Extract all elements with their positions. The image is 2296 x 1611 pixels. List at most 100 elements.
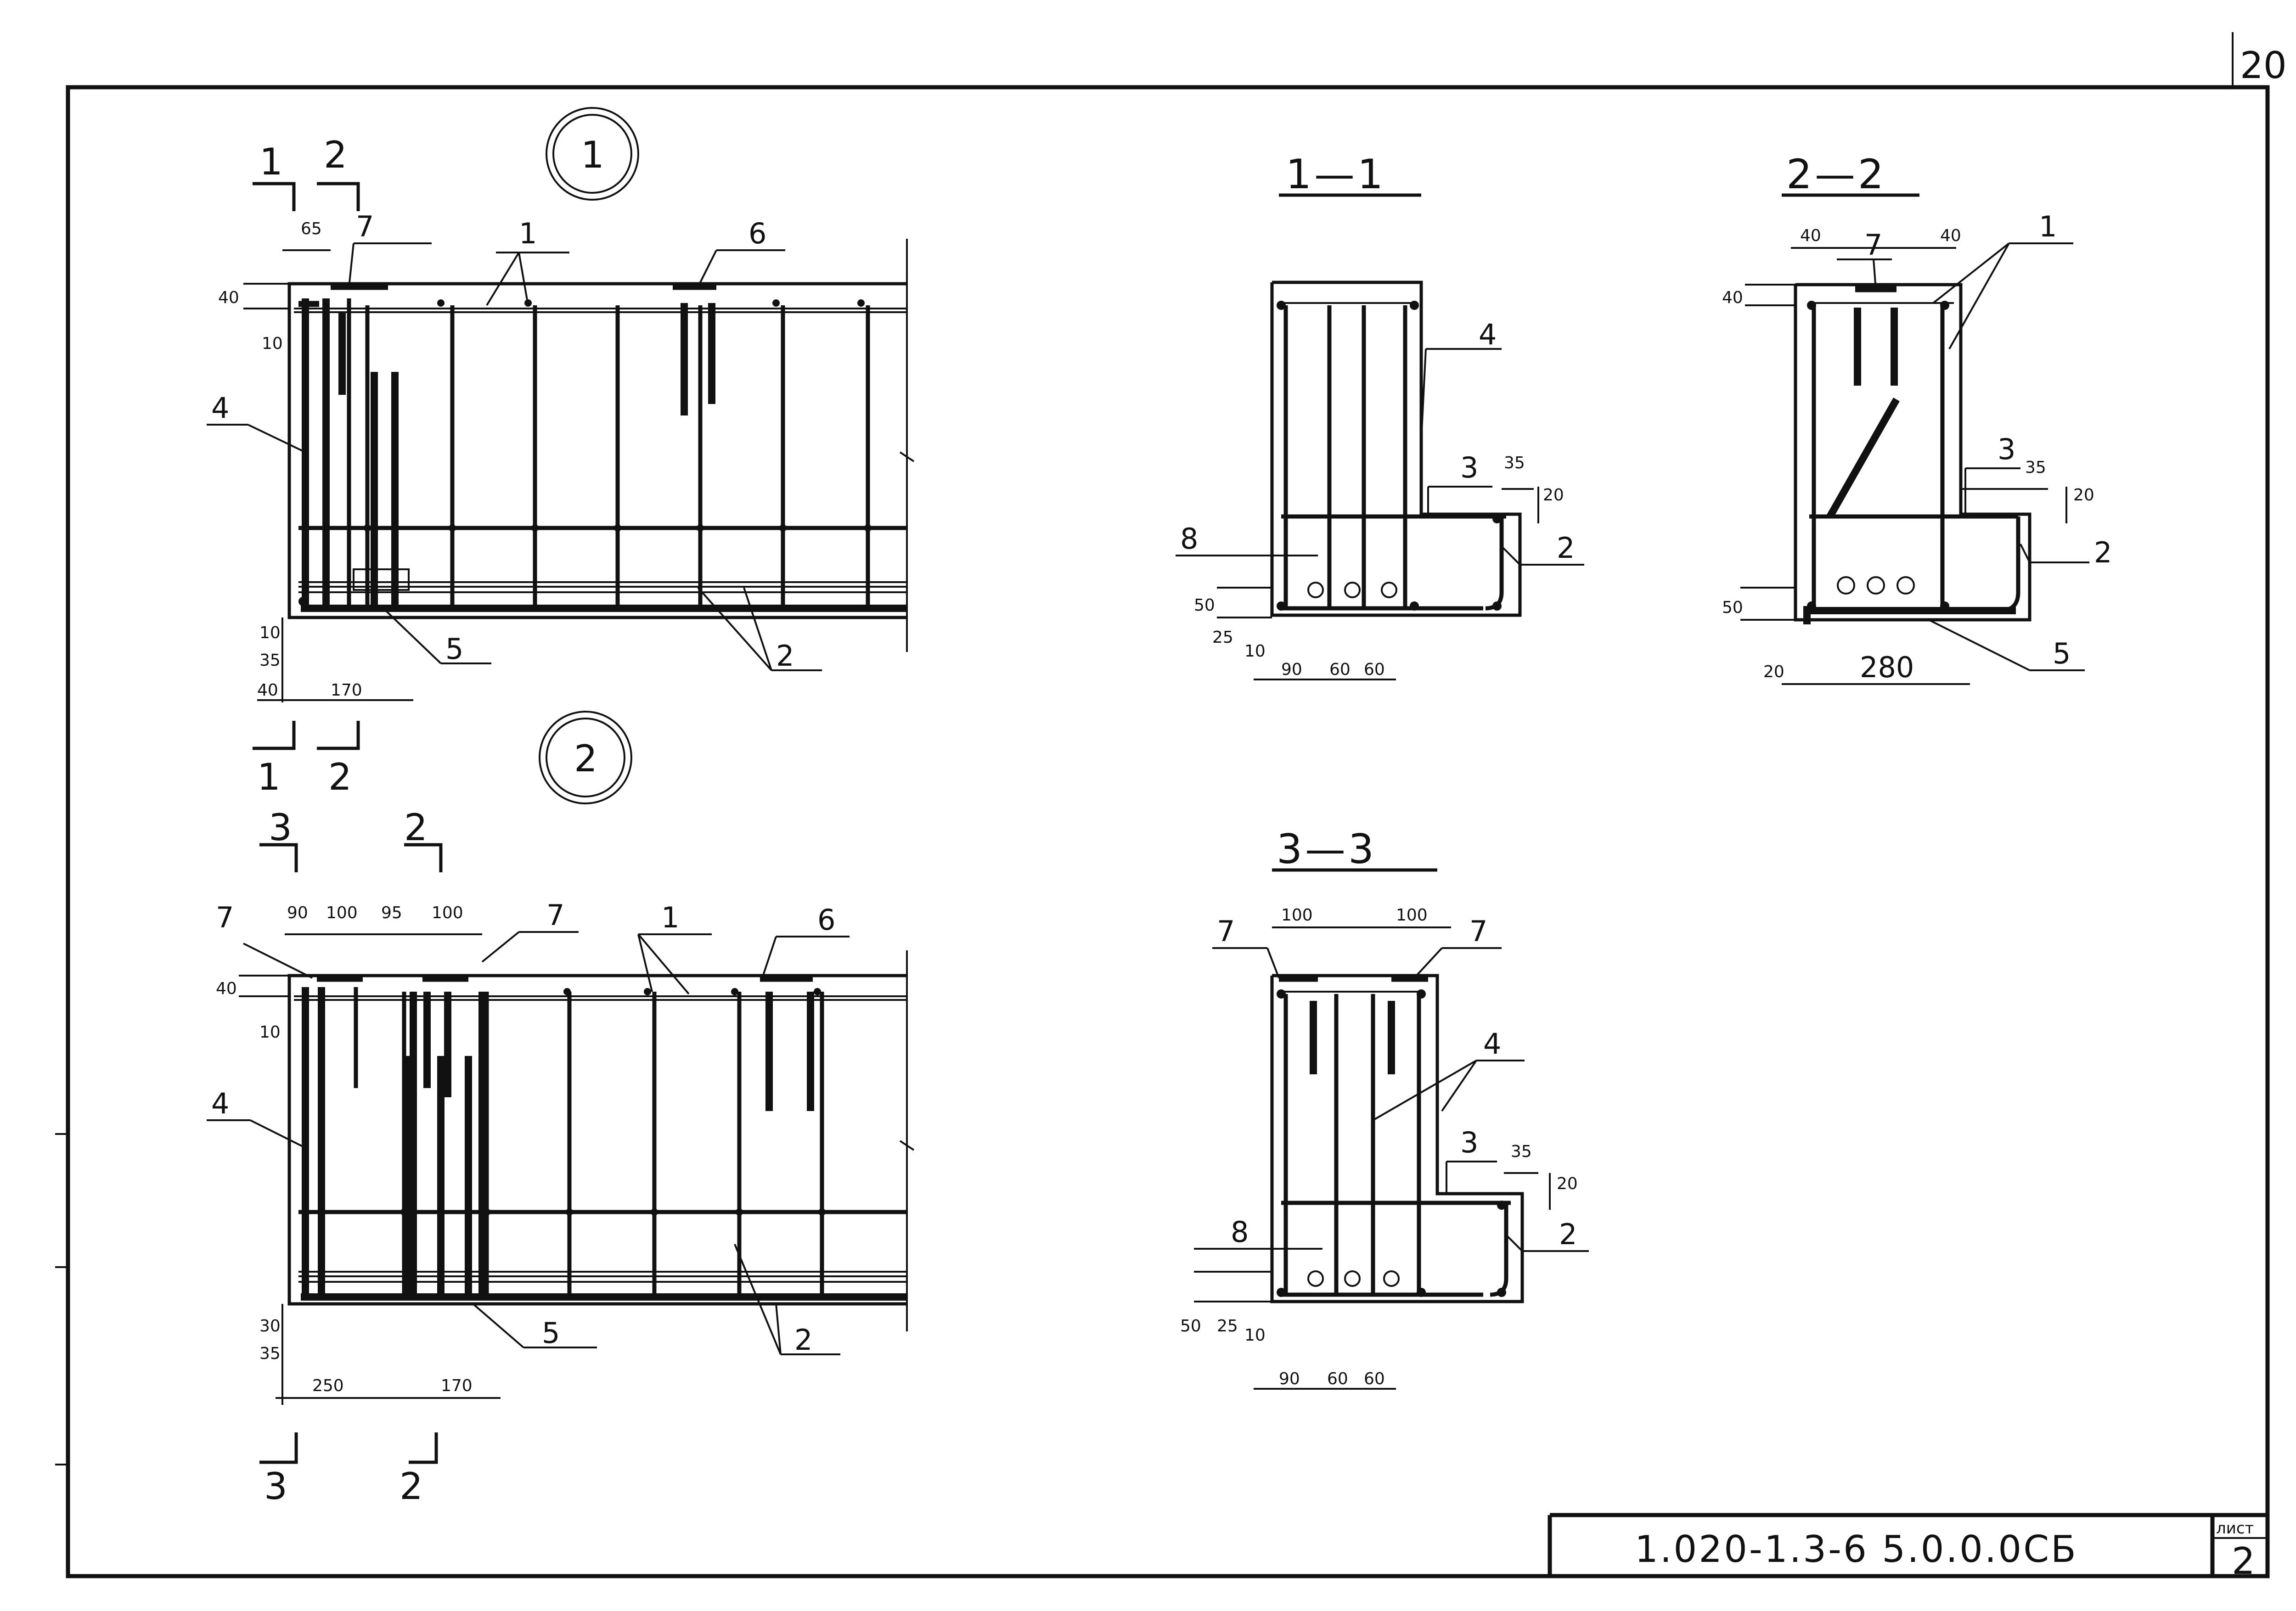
section-3-3: 3—3 100 100 7 7 4 — [1180, 825, 1589, 1390]
section-3-3-dim-50: 50 — [1180, 1317, 1201, 1336]
section-3-3-dim-35: 35 — [1511, 1142, 1532, 1161]
sheet-number: 2 — [2232, 1540, 2255, 1583]
view-1-dim-170: 170 — [331, 681, 362, 700]
view-2-cut-marks: 3 2 3 2 — [259, 806, 443, 1508]
section-2-2-pos-5: 5 — [2053, 637, 2071, 670]
section-1-1-pos-2: 2 — [1557, 531, 1575, 565]
section-3-3-pos-8: 8 — [1231, 1215, 1249, 1249]
view-1-cut-top-b: 2 — [324, 134, 347, 176]
section-2-2-pos-2: 2 — [2094, 536, 2112, 569]
section-3-3-dim-10: 10 — [1244, 1326, 1266, 1345]
section-2-2-dim-35: 35 — [2025, 458, 2046, 477]
section-3-3-pos-3: 3 — [1460, 1126, 1478, 1159]
view-2-stirrups — [402, 992, 824, 1299]
section-3-3-dim-100-a: 100 — [1281, 906, 1313, 925]
section-3-3-pos-7-right: 7 — [1469, 915, 1487, 948]
section-2-2-title: 2—2 — [1786, 151, 1886, 198]
view-1-pos-7: 7 — [356, 210, 374, 243]
section-1-1: 1—1 4 3 2 8 35 20 — [1176, 151, 1584, 680]
view-2-cut-top-b: 2 — [404, 806, 428, 849]
view-2-dim-170: 170 — [441, 1376, 473, 1395]
view-2-dimensions: 90 100 95 100 40 10 30 35 250 170 — [216, 904, 501, 1405]
view-2-pos-7-right: 7 — [546, 898, 564, 932]
view-2-pos-1: 1 — [661, 901, 679, 934]
view-2-callouts: 1 2 4 5 6 7 7 — [207, 898, 850, 1357]
view-2: 2 — [207, 711, 915, 1508]
view-2-dim-35: 35 — [259, 1344, 281, 1363]
view-1-dimensions: 65 40 10 10 35 40 170 — [218, 219, 413, 702]
section-3-3-pos-2: 2 — [1559, 1218, 1577, 1251]
section-1-1-dim-10: 10 — [1244, 642, 1266, 661]
view-1-dim-40: 40 — [218, 288, 239, 307]
section-1-1-dim-35: 35 — [1504, 454, 1525, 472]
view-1-dim-65: 65 — [301, 219, 322, 238]
view-2-dim-40: 40 — [216, 979, 237, 998]
view-1-dim-10: 10 — [259, 623, 281, 642]
view-1-dim-40-bottom: 40 — [257, 681, 278, 700]
drawing-designation: 1.020-1.3-6 5.0.0.0СБ — [1635, 1528, 2078, 1571]
section-2-2-dim-20: 20 — [2073, 486, 2094, 505]
view-1-pos-1: 1 — [519, 217, 537, 250]
section-2-2-dim-280: 280 — [1860, 651, 1914, 684]
section-1-1-dim-20: 20 — [1543, 486, 1564, 505]
title-block: 1.020-1.3-6 5.0.0.0СБ лист 2 — [1548, 1513, 2268, 1583]
view-2-title: 2 — [574, 737, 597, 780]
view-1-cut-bottom-a: 1 — [257, 756, 281, 798]
view-1-cut-top-a: 1 — [259, 140, 283, 183]
view-2-pos-6: 6 — [817, 903, 835, 937]
view-2-cut-bottom-a: 3 — [264, 1465, 287, 1508]
section-1-1-pos-4: 4 — [1479, 318, 1497, 351]
section-1-1-dim-25: 25 — [1212, 628, 1233, 647]
section-1-1-dim-60-b: 60 — [1364, 660, 1385, 679]
view-2-pos-4: 4 — [211, 1087, 229, 1120]
view-2-dim-30: 30 — [259, 1317, 281, 1336]
view-2-dim-95: 95 — [381, 904, 402, 922]
section-2-2-pos-3: 3 — [1998, 432, 2015, 466]
view-2-cut-top-a: 3 — [269, 806, 292, 849]
view-1-pos-2: 2 — [776, 639, 794, 673]
section-3-3-dim-20: 20 — [1557, 1174, 1578, 1193]
section-2-2-dim-50: 50 — [1722, 598, 1743, 617]
section-2-2-dim-40-a: 40 — [1800, 226, 1821, 245]
view-1-callouts: 1 2 4 5 6 7 — [207, 210, 822, 673]
section-2-2-dim-20-bottom: 20 — [1763, 662, 1784, 681]
view-2-dim-250: 250 — [312, 1376, 344, 1395]
view-1-pos-6: 6 — [748, 217, 766, 250]
view-2-pos-5: 5 — [542, 1316, 560, 1350]
view-2-pos-7-left: 7 — [216, 901, 234, 934]
view-2-cut-bottom-b: 2 — [400, 1465, 423, 1508]
view-1-stirrups — [365, 305, 870, 611]
view-1: 1 — [207, 107, 915, 798]
view-2-dim-100-a: 100 — [326, 904, 358, 922]
section-3-3-dim-25: 25 — [1217, 1317, 1238, 1336]
section-3-3-dim-100-b: 100 — [1396, 906, 1428, 925]
section-1-1-dim-60-a: 60 — [1329, 660, 1351, 679]
sheet-frame: 20 — [55, 32, 2287, 1578]
view-1-pos-4: 4 — [211, 391, 229, 425]
section-3-3-dim-90: 90 — [1279, 1370, 1300, 1388]
view-1-cut-marks: 1 2 1 2 — [253, 134, 360, 798]
view-1-pos-5: 5 — [445, 632, 463, 666]
corner-sheet-number: 20 — [2240, 44, 2287, 87]
view-1-cut-bottom-b: 2 — [328, 756, 352, 798]
section-2-2-dim-40-b: 40 — [1940, 226, 1961, 245]
section-3-3-title: 3—3 — [1277, 825, 1377, 873]
view-2-pos-2: 2 — [794, 1323, 812, 1357]
section-2-2-dim-40-c: 40 — [1722, 288, 1743, 307]
section-1-1-pos-8: 8 — [1180, 522, 1198, 556]
view-1-dim-35: 35 — [259, 651, 281, 670]
view-2-dim-10: 10 — [259, 1023, 281, 1042]
view-1-dim-10-top: 10 — [262, 334, 283, 353]
section-1-1-dim-50: 50 — [1194, 596, 1215, 615]
section-3-3-dim-60-b: 60 — [1364, 1370, 1385, 1388]
section-1-1-dim-90: 90 — [1281, 660, 1302, 679]
view-2-dim-90: 90 — [287, 904, 308, 922]
view-2-dim-100-b: 100 — [432, 904, 463, 922]
section-2-2-pos-1: 1 — [2039, 210, 2057, 243]
section-3-3-pos-4: 4 — [1483, 1027, 1501, 1061]
section-2-2: 2—2 7 1 3 2 5 — [1722, 151, 2112, 685]
section-1-1-title: 1—1 — [1286, 151, 1386, 198]
section-1-1-pos-3: 3 — [1460, 451, 1478, 484]
section-2-2-pos-7: 7 — [1864, 228, 1882, 262]
